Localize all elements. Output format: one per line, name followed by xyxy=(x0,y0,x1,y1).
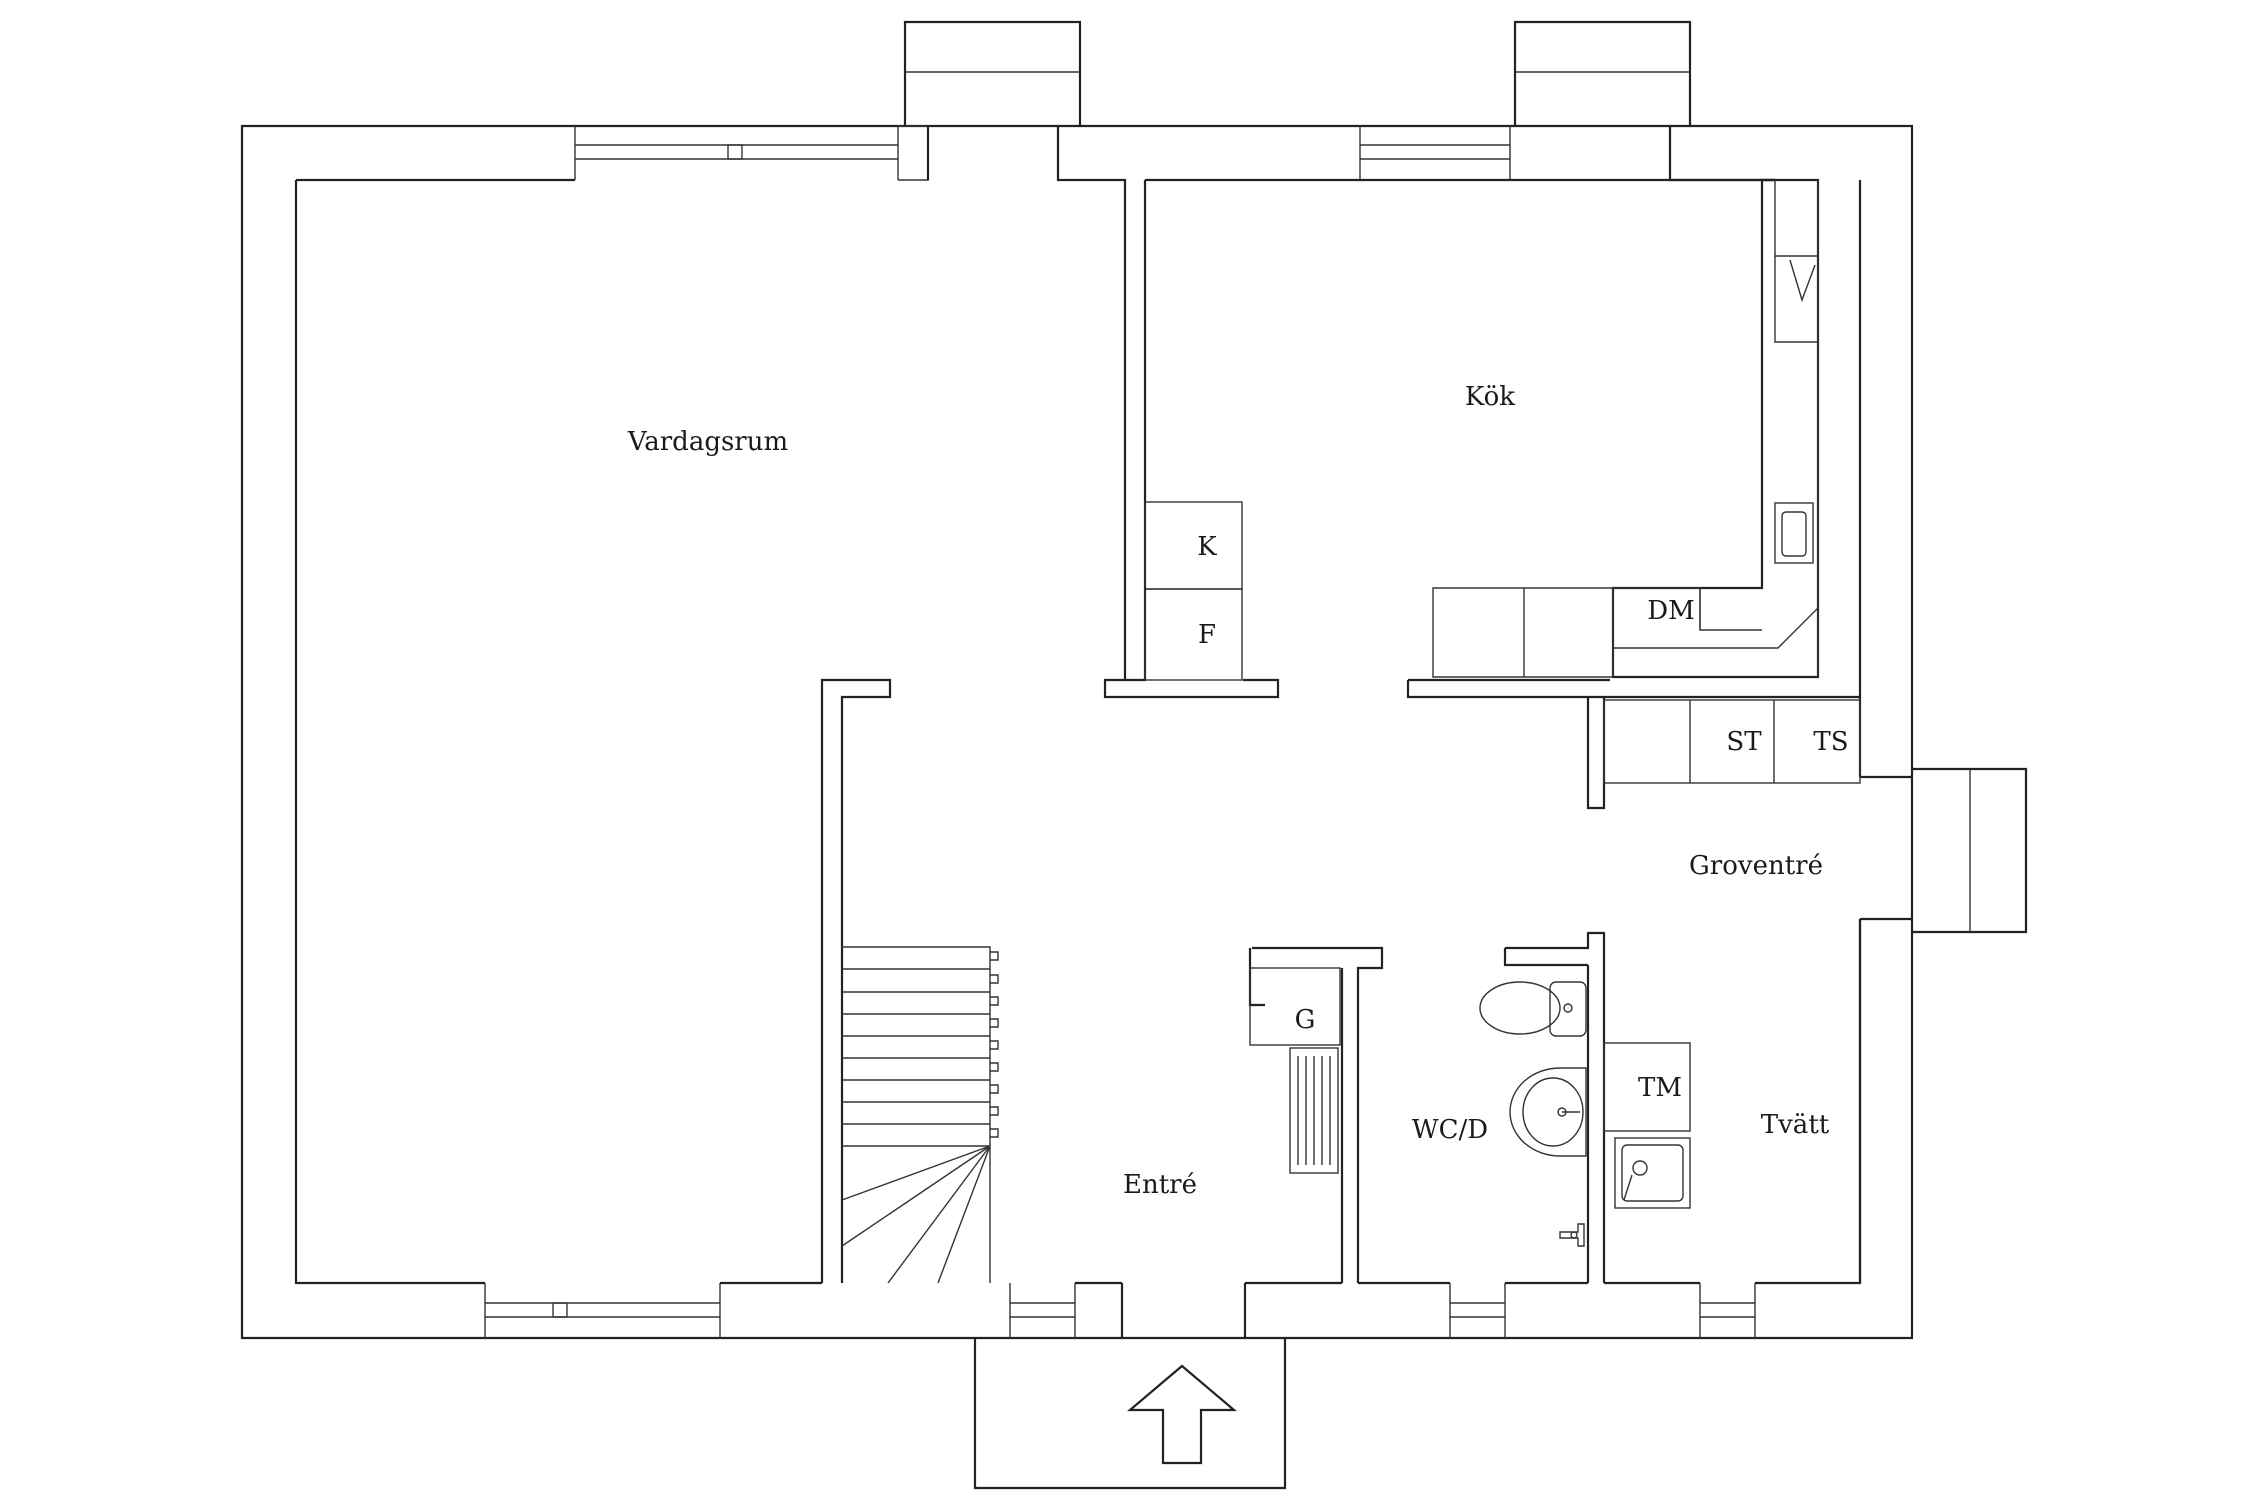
tm-cabinet xyxy=(1603,1042,1691,1132)
window-bottom-tvatt xyxy=(1699,1283,1756,1338)
appliance-label-st: ST xyxy=(1726,727,1762,757)
staircase xyxy=(841,946,999,1284)
groventre-closets xyxy=(1603,699,1861,784)
appliance-label-g: G xyxy=(1295,1005,1316,1035)
utility-sink-icon xyxy=(1614,1137,1691,1209)
room-label-entre: Entré xyxy=(1123,1170,1197,1200)
chimney-left xyxy=(903,20,1082,126)
appliance-label-f: F xyxy=(1198,620,1216,650)
kitchen-counter xyxy=(1611,178,1820,679)
room-label-tvatt: Tvätt xyxy=(1761,1110,1830,1140)
outer-walls xyxy=(240,124,1914,1340)
appliance-label-dm: DM xyxy=(1647,596,1694,626)
entrance-porch xyxy=(973,1338,1287,1490)
room-label-kok: Kök xyxy=(1465,382,1515,412)
room-label-groventre: Groventré xyxy=(1689,851,1823,881)
chimney-right xyxy=(1513,20,1692,126)
shower-icon xyxy=(1559,1223,1585,1247)
g-cabinet xyxy=(1249,967,1341,1046)
kitchen-sink-icon xyxy=(1774,502,1814,564)
window-bottom-wc xyxy=(1449,1283,1506,1338)
entrance-arrow-icon xyxy=(1126,1364,1238,1465)
washbasin-icon xyxy=(1509,1067,1587,1157)
window-bottom-living xyxy=(484,1283,721,1338)
window-top-kitchen xyxy=(1359,126,1511,180)
window-top-living xyxy=(574,125,929,181)
room-label-vardagsrum: Vardagsrum xyxy=(627,427,788,457)
appliance-label-k: K xyxy=(1197,532,1217,562)
appliance-label-ts: TS xyxy=(1813,727,1848,757)
toilet-icon xyxy=(1479,981,1587,1037)
side-bumpout-right xyxy=(1912,767,2028,934)
appliance-label-tm: TM xyxy=(1638,1073,1682,1103)
kitchen-lower-cabinets xyxy=(1432,587,1762,678)
window-bottom-entre xyxy=(1009,1283,1076,1338)
radiator-icon xyxy=(1289,1047,1339,1174)
room-label-wcd: WC/D xyxy=(1412,1115,1488,1145)
kf-cabinet xyxy=(1144,501,1243,681)
